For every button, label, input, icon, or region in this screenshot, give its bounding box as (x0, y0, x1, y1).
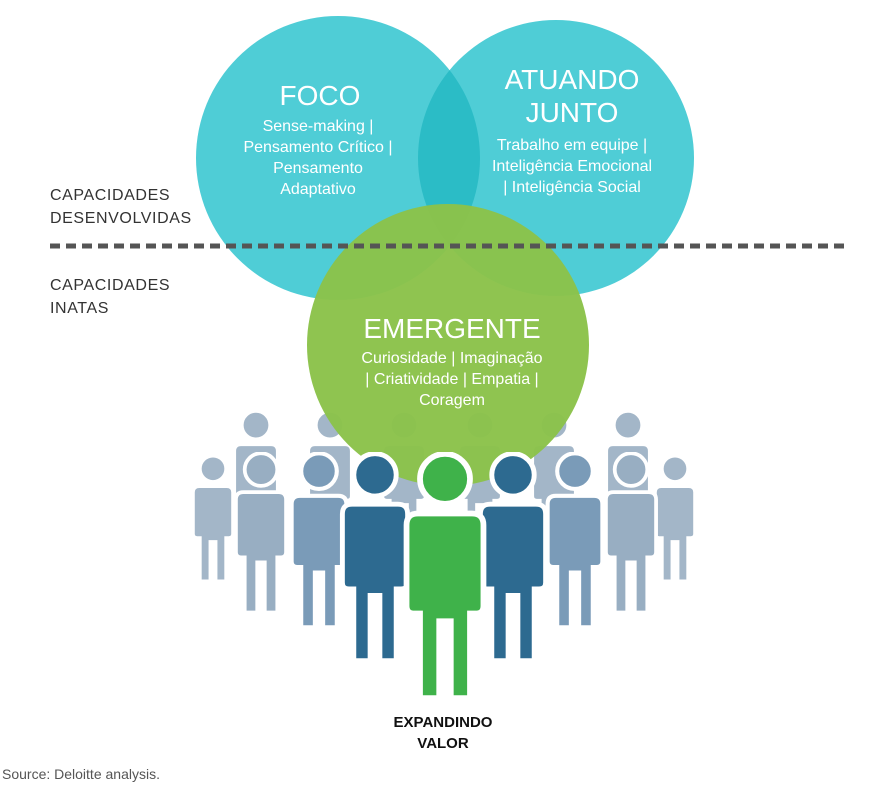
caption-line: VALOR (417, 735, 469, 752)
focus-line: Pensamento (273, 160, 363, 177)
together-line: Trabalho em equipe | (497, 137, 647, 154)
caption-line: EXPANDINDO (393, 714, 493, 731)
person-icon (192, 455, 234, 583)
focus-title: FOCO (280, 80, 361, 111)
together-line: | Inteligência Social (503, 179, 641, 196)
side-label-line: CAPACIDADES (50, 277, 171, 294)
emergent-line: Curiosidade | Imaginação (361, 350, 542, 367)
person-icon (654, 455, 696, 583)
developed-capabilities-label: CAPACIDADES DESENVOLVIDAS (50, 184, 192, 230)
focus-line: Pensamento Crítico | (243, 139, 392, 156)
focus-line: Sense-making | (263, 118, 374, 135)
together-line: Inteligência Emocional (492, 158, 652, 175)
emergent-line: Coragem (419, 392, 485, 409)
emergent-title: EMERGENTE (363, 313, 540, 344)
side-label-line: DESENVOLVIDAS (50, 210, 192, 227)
emergent-circle (307, 204, 589, 486)
together-title: ATUANDO (505, 64, 640, 95)
emergent-line: | Criatividade | Empatia | (365, 371, 538, 388)
side-label-line: INATAS (50, 300, 110, 317)
together-title: JUNTO (526, 97, 619, 128)
expanding-value-caption: EXPANDINDO VALOR (340, 712, 546, 754)
innate-capabilities-label: CAPACIDADES INATAS (50, 274, 170, 320)
source-note: Source: Deloitte analysis. (2, 766, 160, 782)
focus-line: Adaptativo (280, 181, 356, 198)
side-label-line: CAPACIDADES (50, 187, 171, 204)
